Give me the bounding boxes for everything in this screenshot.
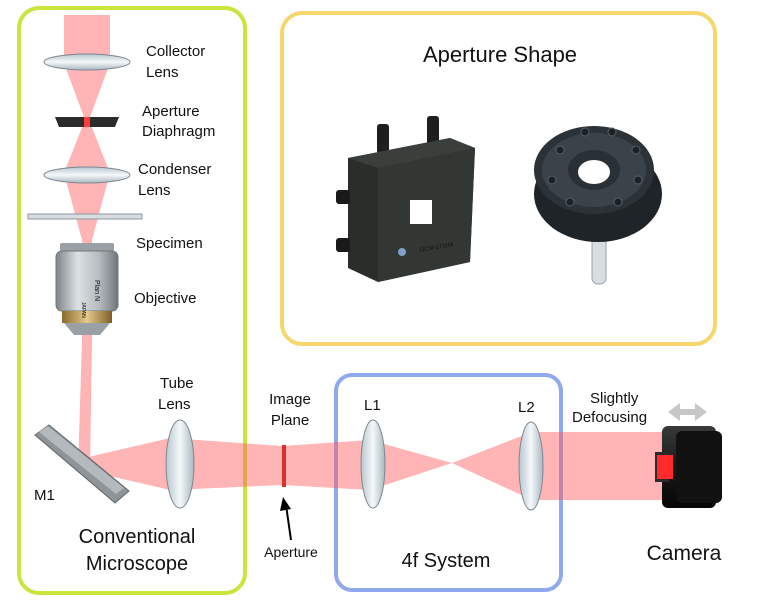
condenser-lens-shape	[43, 166, 131, 184]
l1-label: L1	[364, 397, 381, 414]
condenser-label-2: Lens	[138, 182, 171, 199]
condenser-label-1: Condenser	[138, 161, 211, 178]
vertical-beam	[64, 15, 110, 470]
collector-label-2: Lens	[146, 64, 179, 81]
image-plane-label-1: Image	[269, 391, 311, 408]
aperture-diaphragm-shape	[55, 117, 119, 127]
image-plane-aperture	[282, 445, 286, 487]
mount-engraving: GCM-5711M	[419, 242, 453, 254]
collector-label-1: Collector	[146, 43, 205, 60]
tube-lens-label-2: Lens	[158, 396, 191, 413]
camera-label: Camera	[647, 542, 722, 565]
m1-mirror	[34, 424, 130, 504]
four-f-system-frame	[334, 373, 563, 592]
conventional-microscope-label-2: Microscope	[86, 553, 188, 575]
objective-shape: Plan N JAPAN	[55, 243, 119, 335]
m1-label: M1	[34, 487, 55, 504]
horizontal-beam	[84, 432, 668, 500]
l2-label: L2	[518, 399, 535, 416]
specimen-slide	[27, 213, 143, 220]
aperture-diaphragm-label-1: Aperture	[142, 103, 200, 120]
aperture-shape-frame	[280, 11, 717, 346]
objective-engraving-1: Plan N	[93, 280, 100, 301]
tube-lens-label-1: Tube	[160, 375, 194, 392]
camera-shape	[655, 426, 722, 508]
double-arrow-icon	[668, 403, 707, 421]
specimen-label: Specimen	[136, 235, 203, 252]
aperture-diaphragm-label-2: Diaphragm	[142, 123, 215, 140]
round-aperture-mount	[534, 126, 662, 285]
conventional-microscope-label-1: Conventional	[79, 526, 196, 548]
image-plane-label-2: Plane	[271, 412, 309, 429]
aperture-shape-title: Aperture Shape	[423, 42, 577, 67]
tube-lens-shape	[165, 419, 195, 509]
l2-lens-shape	[518, 421, 544, 511]
aperture-label: Aperture	[264, 544, 318, 560]
four-f-system-label: 4f System	[402, 550, 491, 572]
microscope-frame	[17, 6, 247, 595]
collector-lens-shape	[43, 53, 131, 71]
slightly-defocusing-label-1: Slightly	[590, 390, 639, 407]
objective-engraving-2: JAPAN	[80, 302, 86, 318]
l1-lens-shape	[360, 419, 386, 509]
objective-label: Objective	[134, 290, 197, 307]
square-aperture-mount: GCM-5711M	[336, 116, 475, 282]
aperture-pointer-arrow	[280, 497, 292, 541]
slightly-defocusing-label-2: Defocusing	[572, 409, 647, 426]
